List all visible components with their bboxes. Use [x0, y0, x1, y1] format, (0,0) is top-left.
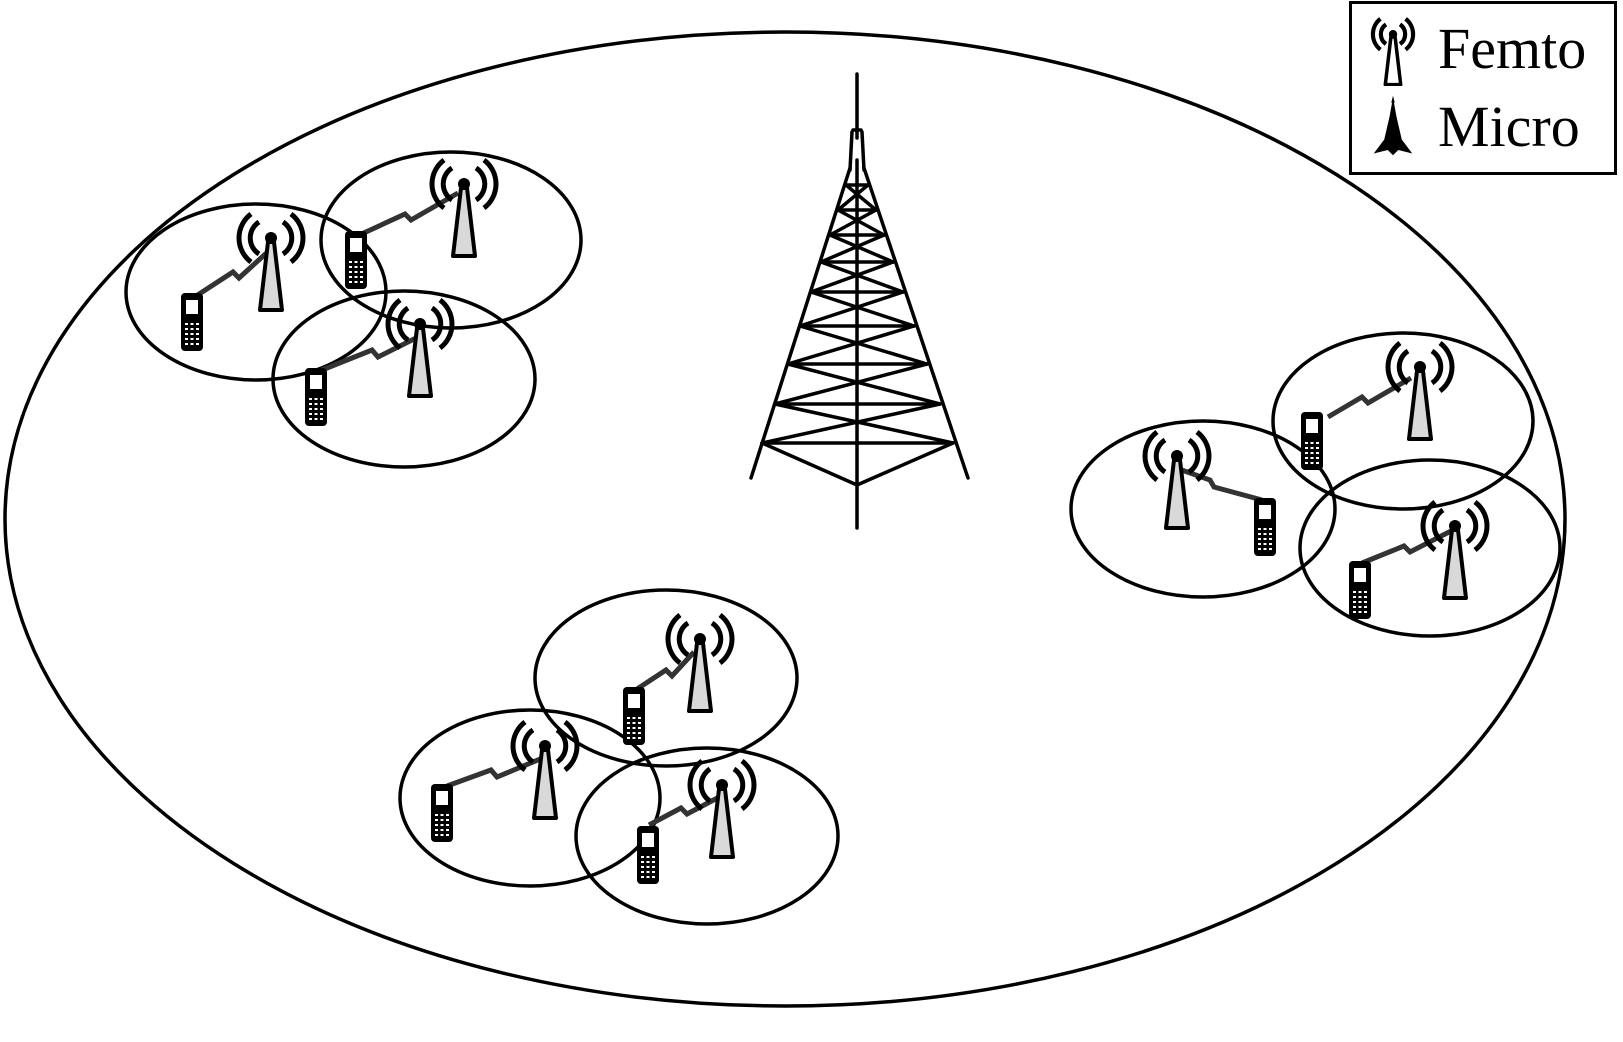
femto-base-station-icon: [668, 615, 732, 711]
wireless-link: [647, 792, 725, 828]
wireless-link: [316, 335, 418, 375]
wireless-link: [191, 246, 274, 301]
femto-base-station-icon: [388, 300, 452, 396]
femto-cell-coverage: [574, 746, 840, 926]
femto-cell-coverage: [271, 289, 537, 469]
macro-tower: [749, 72, 970, 530]
mobile-phone-icon: [1349, 561, 1371, 619]
femto-base-station-icon: [1423, 502, 1487, 598]
femto-cell-coverage: [398, 708, 662, 888]
legend-label-micro: Micro: [1438, 94, 1580, 159]
mobile-phone-icon: [637, 826, 659, 884]
wireless-link: [1361, 527, 1455, 566]
legend: Femto Micro: [1349, 1, 1617, 175]
femto-cell-coverage: [1069, 419, 1337, 599]
femto-icon: [1370, 17, 1416, 86]
femto-base-station-icon: [432, 160, 496, 256]
wireless-link: [1175, 465, 1263, 503]
femto-cluster-bottom: [398, 588, 840, 926]
wireless-link: [632, 650, 696, 694]
wireless-link: [1326, 375, 1413, 420]
mobile-phone-icon: [181, 293, 203, 351]
mobile-phone-icon: [623, 687, 645, 745]
mobile-phone-icon: [1254, 498, 1276, 556]
mobile-phone-icon: [431, 784, 453, 842]
legend-item-micro: Micro: [1352, 92, 1614, 168]
femto-base-station-icon: [239, 214, 303, 310]
mobile-phone-icon: [1301, 412, 1323, 470]
femto-base-station-icon: [1388, 343, 1452, 439]
micro-icon: [1373, 95, 1413, 156]
femto-cell-coverage: [1298, 458, 1562, 638]
legend-item-femto: Femto: [1352, 14, 1614, 90]
mobile-phone-icon: [305, 368, 327, 426]
mobile-phone-icon: [345, 231, 367, 289]
macro-cell-boundary: [3, 30, 1567, 1008]
femto-cell-coverage: [1271, 331, 1535, 511]
femto-base-station-icon: [690, 761, 754, 857]
femto-cluster-right: [1069, 331, 1562, 638]
femto-base-station-icon: [1145, 432, 1209, 528]
legend-label-femto: Femto: [1438, 16, 1587, 81]
femto-cluster-top-left: [124, 150, 583, 469]
wireless-link: [353, 190, 460, 240]
femto-cell-coverage: [533, 588, 799, 768]
